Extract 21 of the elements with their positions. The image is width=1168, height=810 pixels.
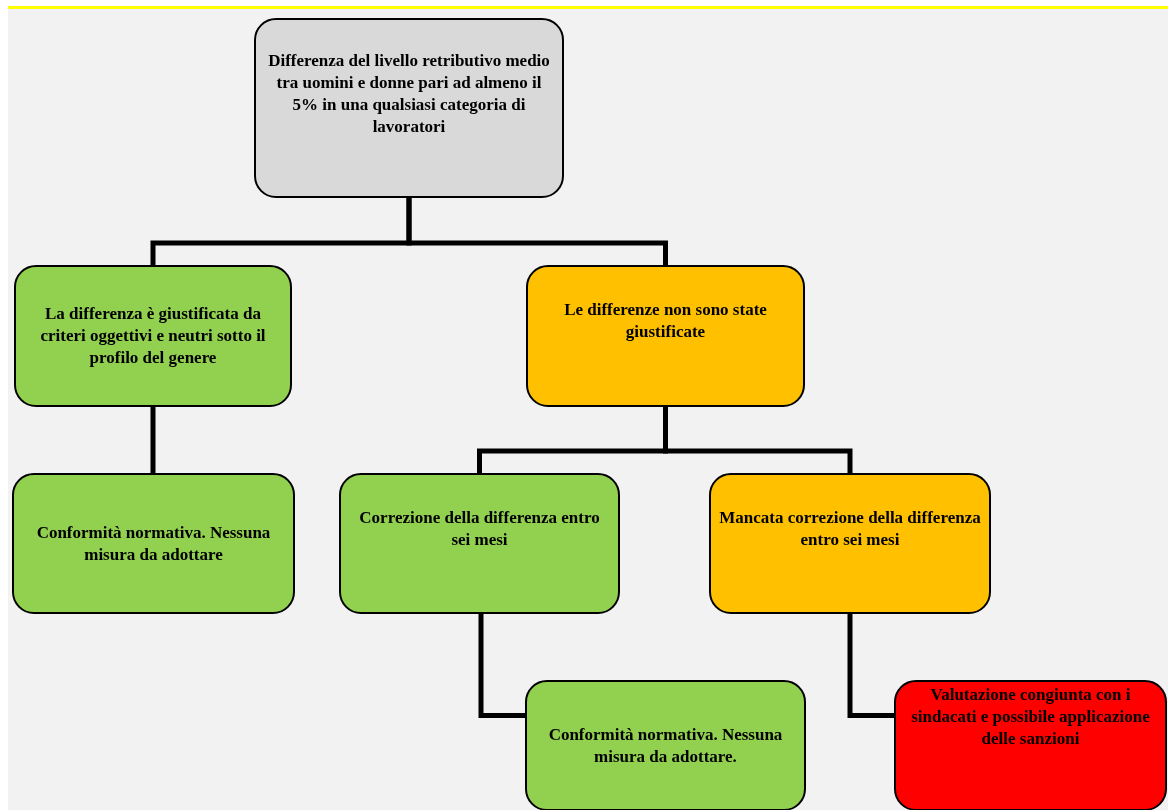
process-box (12, 473, 295, 614)
node-text: Conformità normativa. Nessuna misura da adottare (35, 521, 272, 566)
process-box (526, 265, 805, 407)
process-box (254, 18, 564, 198)
node-text: Correzione della differenza entro sei mesi (358, 507, 601, 551)
process-box (14, 265, 292, 407)
process-box (709, 473, 991, 614)
process-box (339, 473, 620, 614)
connector-line (847, 614, 894, 718)
connector-line (478, 614, 525, 718)
connector-line (663, 407, 853, 473)
node-text: Differenza del livello retributivo medio tra uomini e donne pari ad almeno il 5% in una qualsiasi categoria di lavoratori (267, 50, 551, 138)
process-box (894, 680, 1167, 810)
node-text: La differenza è giustificata da criteri oggettivi e neutri sotto il profilo del genere (39, 303, 267, 369)
process-box (525, 680, 806, 810)
node-text: Le differenze non sono state giustificate (563, 299, 768, 343)
node-text: Conformità normativa. Nessuna misura da adottare. (547, 723, 784, 768)
connector-line (150, 407, 156, 473)
node-text: Valutazione congiunta con i sindacati e possibile applicazione delle sanzioni (910, 684, 1151, 750)
connector-line (406, 198, 668, 265)
node-text: Mancata correzione della differenza entro sei mesi (719, 507, 981, 551)
